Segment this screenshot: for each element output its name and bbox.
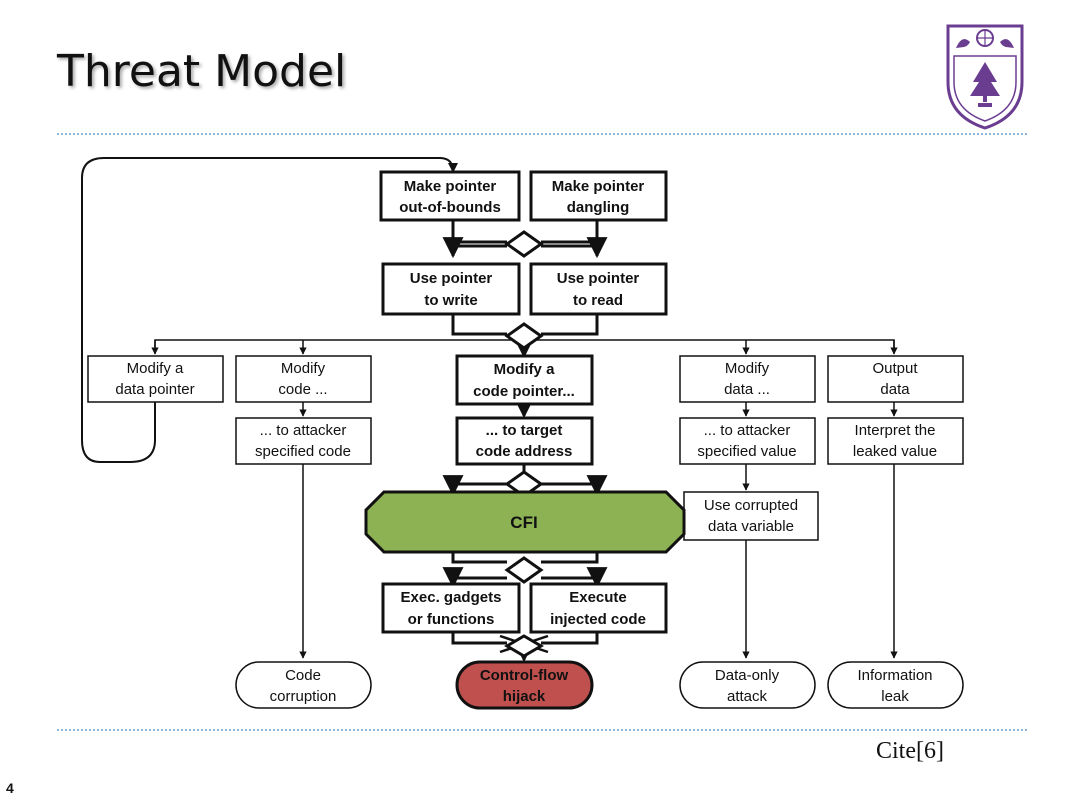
box-target-address: ... to target code address: [455, 416, 594, 466]
citation: Cite[6]: [876, 738, 944, 764]
box-dangling: Make pointer dangling: [529, 170, 668, 222]
university-crest-icon: [946, 24, 1024, 130]
box-attacker-value: ... to attacker specified value: [679, 417, 816, 465]
box-oob-line1: Make pointer: [404, 178, 497, 195]
box-read: Use pointer to read: [529, 262, 668, 316]
slide-title: Threat Model: [57, 46, 347, 97]
box-corrupted-variable-line1: Use corrupted: [704, 497, 798, 514]
bottom-divider: [57, 729, 1027, 731]
box-modify-code-line2: code ...: [278, 381, 327, 398]
box-write-line1: Use pointer: [410, 270, 493, 287]
outcome-data-only-line2: attack: [727, 688, 768, 705]
box-modify-data-pointer-line1: Modify a: [127, 360, 184, 377]
box-output-data-line2: data: [880, 381, 910, 398]
box-modify-data-line2: data ...: [724, 381, 770, 398]
box-corrupted-variable-line2: data variable: [708, 518, 794, 535]
cfi-label: CFI: [510, 513, 537, 532]
outcome-info-leak-line2: leak: [881, 688, 909, 705]
outcome-code-corruption-line1: Code: [285, 667, 321, 684]
box-output-data-line1: Output: [872, 360, 918, 377]
box-dangling-line1: Make pointer: [552, 178, 645, 195]
box-modify-code-pointer-line2: code pointer...: [473, 383, 575, 400]
box-read-line2: to read: [573, 292, 623, 309]
box-interpret-leak-line2: leaked value: [853, 443, 937, 460]
box-interpret-leak: Interpret the leaked value: [827, 417, 964, 465]
decision-diamonds: [504, 230, 544, 658]
box-exec-gadgets-line2: or functions: [408, 611, 495, 628]
outcome-code-corruption-line2: corruption: [270, 688, 337, 705]
box-modify-code-pointer: Modify a code pointer...: [455, 354, 594, 406]
box-target-address-line1: ... to target: [486, 422, 563, 439]
box-interpret-leak-line1: Interpret the: [855, 422, 936, 439]
box-write-line2: to write: [424, 292, 477, 309]
box-read-line1: Use pointer: [557, 270, 640, 287]
box-attacker-code-line1: ... to attacker: [260, 422, 347, 439]
box-target-address-line2: code address: [476, 443, 573, 460]
outcome-info-leak-line1: Information: [857, 667, 932, 684]
box-oob-line2: out-of-bounds: [399, 199, 501, 216]
box-modify-data-line1: Modify: [725, 360, 770, 377]
outcome-control-flow-hijack: Control-flow hijack: [455, 660, 594, 710]
box-execute-injected-line2: injected code: [550, 611, 646, 628]
box-corrupted-variable: Use corrupted data variable: [683, 491, 819, 541]
loop-arrow: [81, 157, 458, 463]
box-modify-data: Modify data ...: [679, 355, 816, 403]
top-divider: [57, 133, 1027, 135]
box-attacker-value-line2: specified value: [697, 443, 796, 460]
box-modify-code-line1: Modify: [281, 360, 326, 377]
outcome-data-only-line1: Data-only: [715, 667, 780, 684]
outcome-data-only-attack: Data-only attack: [679, 661, 816, 709]
box-attacker-code: ... to attacker specified code: [235, 417, 372, 465]
diamond-merge-2: [504, 322, 544, 350]
connectors: [81, 157, 898, 663]
cfi-barrier: CFI: [364, 490, 686, 554]
box-attacker-code-line2: specified code: [255, 443, 351, 460]
box-exec-gadgets: Exec. gadgets or functions: [381, 582, 521, 634]
page-number: 4: [6, 780, 14, 796]
outcome-code-corruption: Code corruption: [235, 661, 372, 709]
box-oob: Make pointer out-of-bounds: [379, 170, 521, 222]
diamond-merge-5: [504, 634, 544, 658]
box-exec-gadgets-line1: Exec. gadgets: [401, 589, 502, 606]
box-write: Use pointer to write: [381, 262, 521, 316]
box-output-data: Output data: [827, 355, 964, 403]
box-attacker-value-line1: ... to attacker: [704, 422, 791, 439]
box-execute-injected-line1: Execute: [569, 589, 627, 606]
diamond-merge-4: [504, 556, 544, 584]
outcome-information-leak: Information leak: [827, 661, 964, 709]
outcome-hijack-line1: Control-flow: [480, 667, 569, 684]
box-modify-data-pointer-line2: data pointer: [115, 381, 194, 398]
box-execute-injected: Execute injected code: [529, 582, 668, 634]
box-dangling-line2: dangling: [567, 199, 630, 216]
diamond-merge-1: [504, 230, 544, 258]
outcome-hijack-line2: hijack: [503, 688, 546, 705]
box-modify-code-pointer-line1: Modify a: [494, 361, 555, 378]
box-modify-code: Modify code ...: [235, 355, 372, 403]
box-modify-data-pointer: Modify a data pointer: [87, 355, 224, 403]
